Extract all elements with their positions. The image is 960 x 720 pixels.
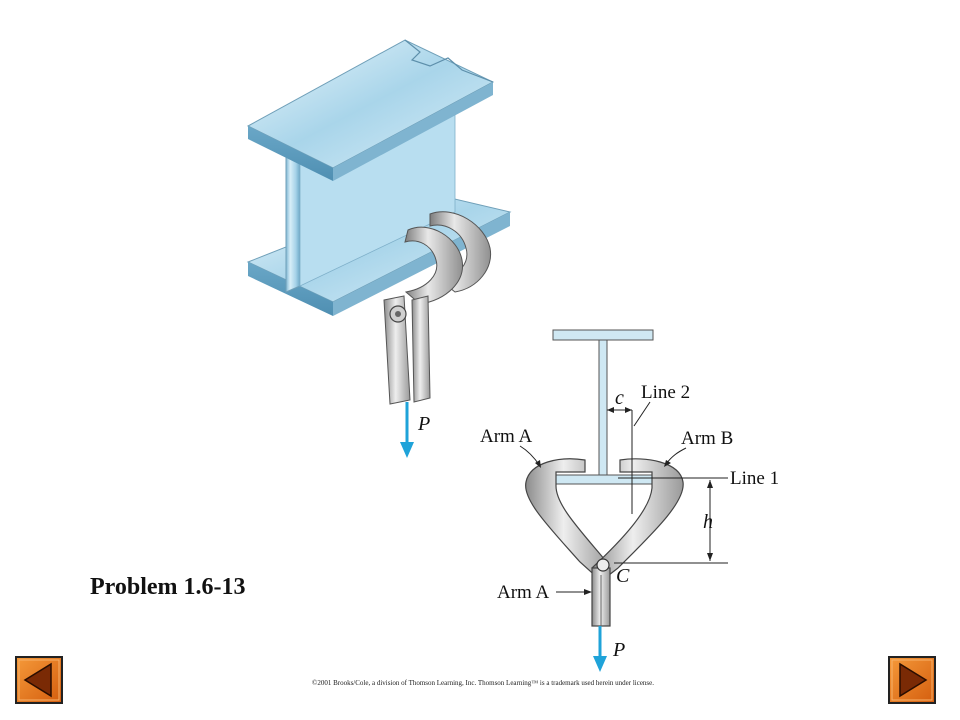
line-2-label: Line 2 <box>641 382 690 403</box>
arm-a-bottom-label: Arm A <box>497 582 550 603</box>
clamp-schematic: P Line 1 Line 2 c h Arm A Arm B Arm A C <box>480 329 779 672</box>
triangle-right-icon <box>888 656 936 704</box>
schematic-arm-a-left <box>525 458 611 581</box>
previous-slide-button[interactable] <box>15 656 63 704</box>
line-2-leader <box>633 401 651 427</box>
arm-b-leader-head <box>664 460 671 467</box>
arm-a-top-label: Arm A <box>480 426 533 447</box>
clamp-hook-back <box>429 211 492 293</box>
load-arrow-3d-head <box>400 442 414 458</box>
dim-c-label: c <box>615 387 624 409</box>
pin-c-label: C <box>616 565 630 587</box>
beam-break-line <box>404 39 494 83</box>
load-label-3d: P <box>417 413 430 435</box>
dim-c-arrow-left <box>607 407 614 413</box>
arm-a-top-leader-head <box>535 460 541 468</box>
schematic-top-flange <box>552 329 654 341</box>
dim-c-arrow-right <box>625 407 632 413</box>
arm-a-bottom-leader-head <box>584 589 592 595</box>
schematic-arm-b-right <box>591 458 684 583</box>
clamp-arm-rear <box>411 295 431 403</box>
next-slide-button[interactable] <box>888 656 936 704</box>
schematic-bottom-flange <box>552 474 654 485</box>
load-label-2d: P <box>612 639 625 661</box>
clamp-arm-front <box>383 295 411 405</box>
line-1-label: Line 1 <box>730 468 779 489</box>
schematic-web <box>598 339 608 476</box>
beam-web <box>285 143 301 293</box>
copyright-notice: ©2001 Brooks/Cole, a division of Thomson… <box>312 679 655 687</box>
clamp-pin-center <box>395 311 401 317</box>
dim-h-arrow-top <box>707 480 713 488</box>
triangle-left-icon <box>15 656 63 704</box>
dim-h-label: h <box>703 511 713 533</box>
load-arrow-2d-head <box>593 656 607 672</box>
dim-h-arrow-bottom <box>707 553 713 561</box>
beam-3d-illustration: P <box>246 39 512 458</box>
top-flange-front-edge <box>248 126 333 181</box>
schematic-pin-c <box>596 558 610 572</box>
problem-title: Problem 1.6-13 <box>90 574 246 600</box>
arm-b-leader <box>665 447 687 465</box>
arm-b-label: Arm B <box>681 428 733 449</box>
top-flange-side-edge <box>333 82 493 181</box>
